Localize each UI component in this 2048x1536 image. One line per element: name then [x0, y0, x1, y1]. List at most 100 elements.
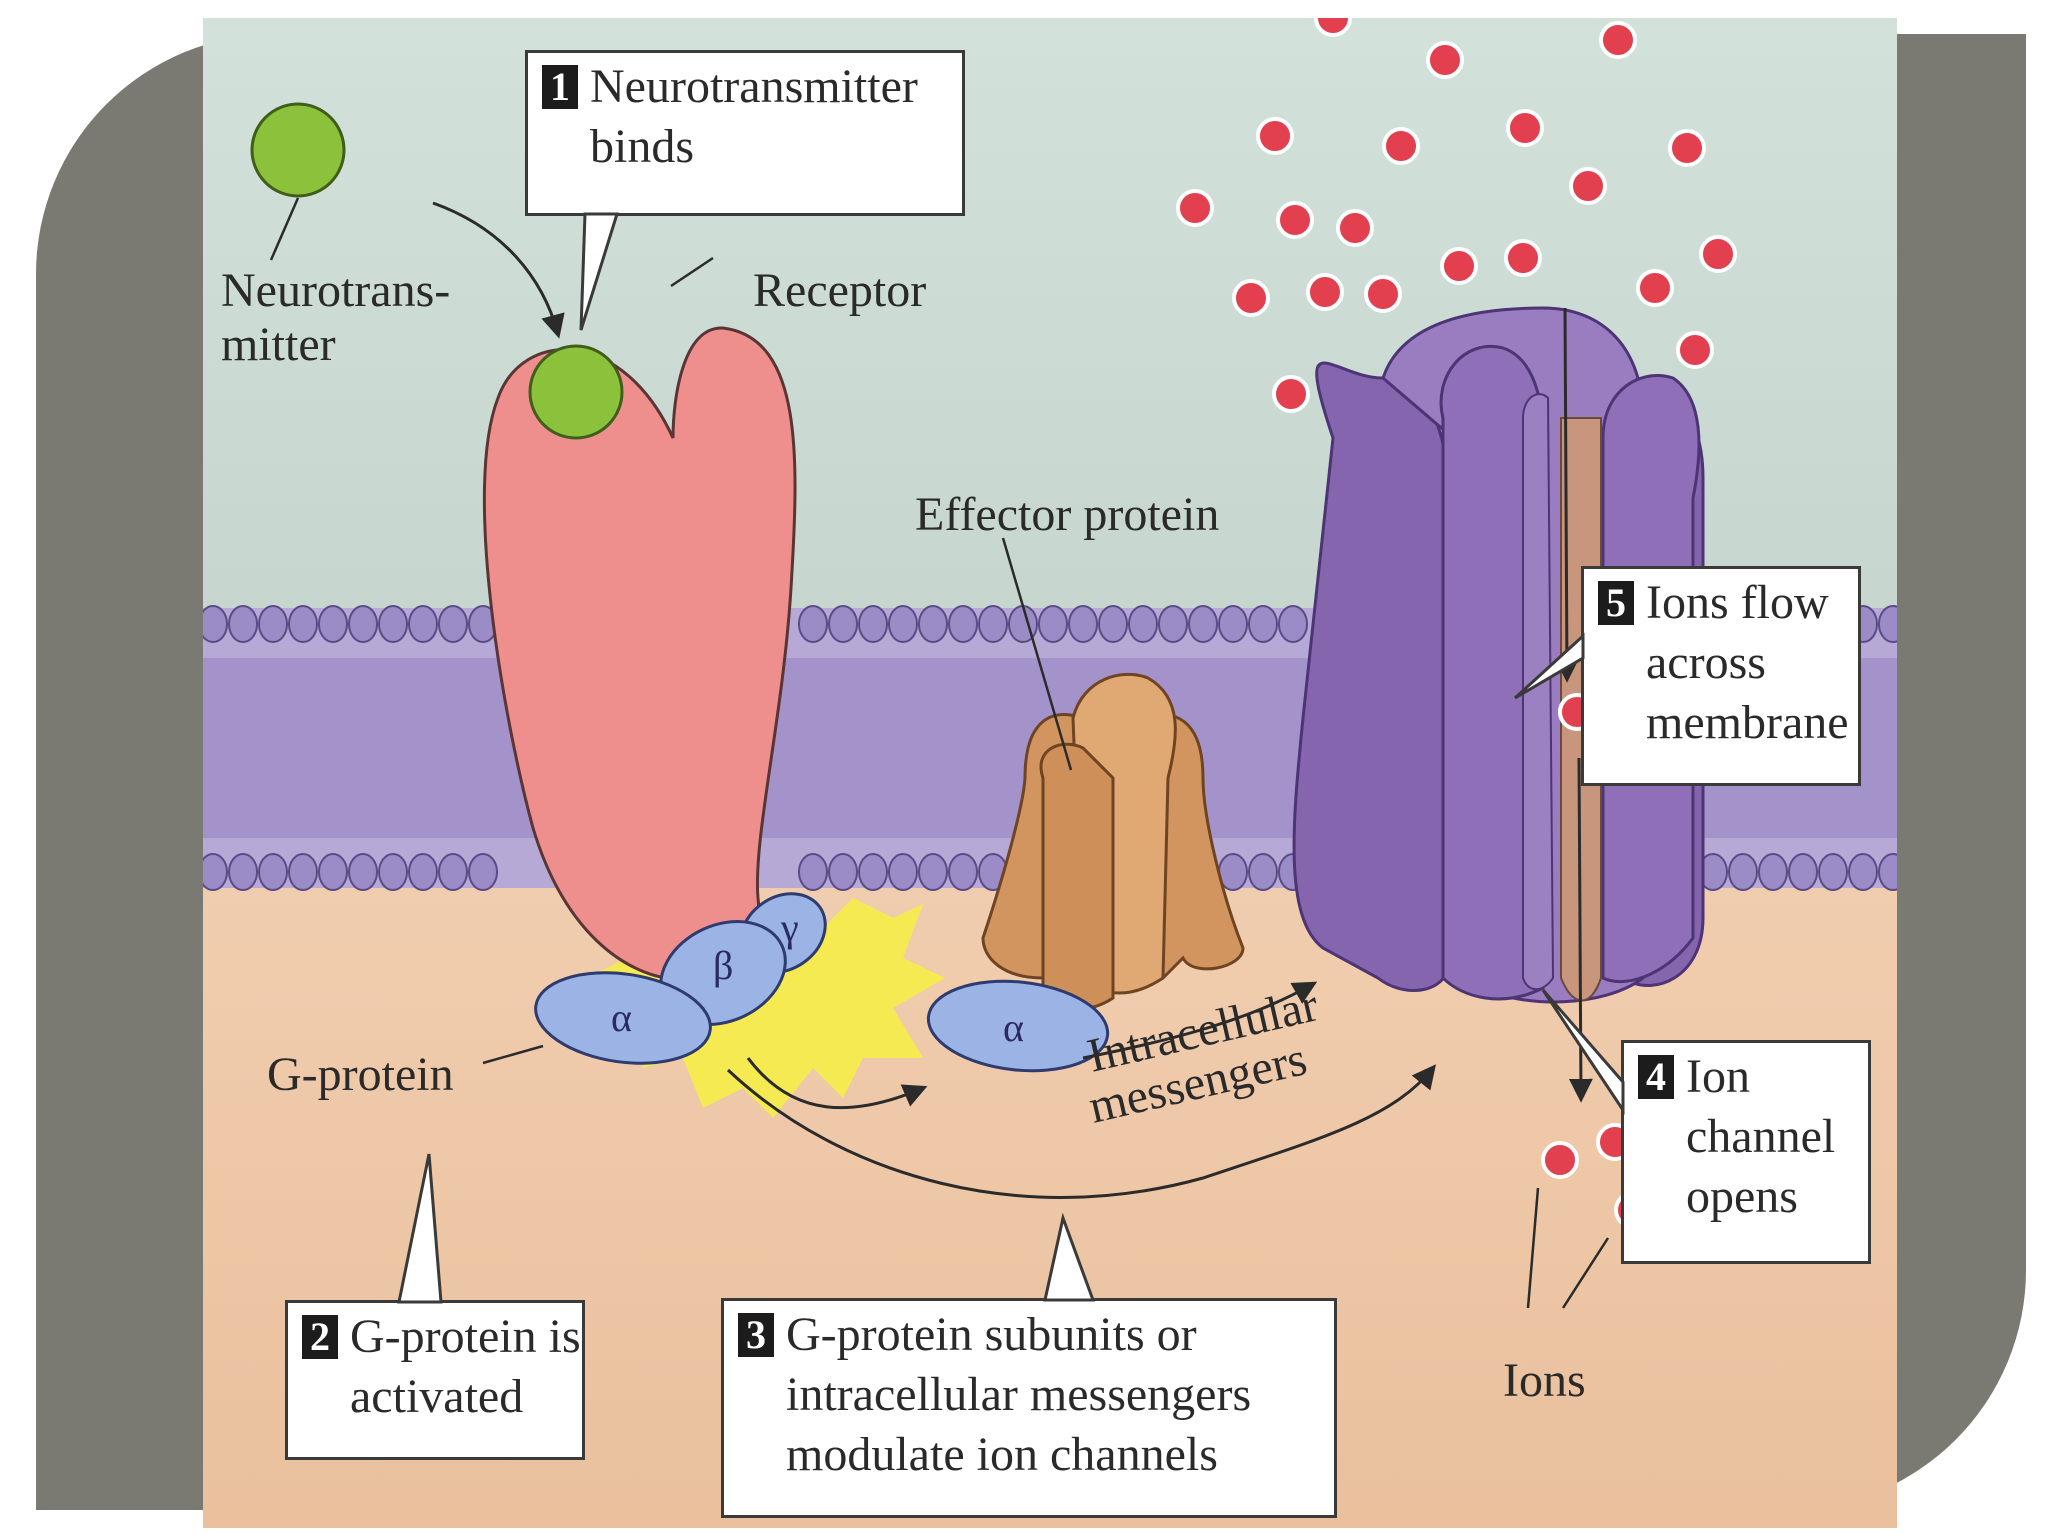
lipid-head — [1188, 605, 1218, 643]
ion — [1699, 235, 1737, 273]
callout-step-5-line-3: membrane — [1598, 693, 1849, 753]
lipid-head — [888, 853, 918, 891]
lipid-head — [1788, 853, 1818, 891]
lipid-head — [438, 605, 468, 643]
callout-step-5-line-2: across — [1598, 633, 1842, 693]
step-number: 2 — [302, 1315, 338, 1359]
lipid-head — [1278, 605, 1308, 643]
lipid-head — [1218, 605, 1248, 643]
lipid-head — [1248, 605, 1278, 643]
lipid-head — [1758, 853, 1788, 891]
alpha-symbol: α — [611, 995, 632, 1040]
step-number: 4 — [1638, 1055, 1674, 1099]
callout-text: binds — [590, 120, 695, 173]
effector-protein-label: Effector protein — [915, 488, 1220, 541]
effector-leader-line — [1001, 537, 1073, 771]
callout-step-4-line-3: opens — [1638, 1167, 1852, 1227]
ion — [1276, 201, 1314, 239]
lipid-head — [948, 605, 978, 643]
ion-flow-arrow — [1554, 307, 1579, 683]
callout-step-3-line-2: intracellular messengers — [738, 1365, 1318, 1425]
lipid-head — [1878, 853, 1897, 891]
lipid-head — [258, 853, 288, 891]
binding-arrow — [432, 201, 565, 339]
step-number: 3 — [738, 1313, 774, 1357]
callout-text: modulate ion channels — [786, 1428, 1218, 1481]
ion — [1382, 127, 1420, 165]
callout-step-2-line-2: activated — [302, 1367, 566, 1427]
lipid-head — [1158, 605, 1188, 643]
neurotransmitter-label-line: mitter — [221, 318, 336, 371]
lipid-head — [438, 853, 468, 891]
lipid-head — [228, 853, 258, 891]
callout-text: intracellular messengers — [786, 1368, 1252, 1421]
callout-text: Neurotransmitter — [590, 60, 918, 113]
lipid-head — [1068, 605, 1098, 643]
alpha-subunit — [534, 971, 712, 1065]
lipid-head — [468, 853, 498, 891]
ion — [1256, 117, 1294, 155]
gamma-symbol: γ — [781, 905, 799, 950]
lipid-head — [948, 853, 978, 891]
ion-exit-arrow — [1568, 757, 1593, 1103]
lipid-head — [203, 605, 228, 643]
subunit-to-effector-arrow — [746, 1057, 928, 1110]
lipid-head — [378, 853, 408, 891]
receptor-leader-line — [670, 256, 714, 288]
lipid-head — [228, 605, 258, 643]
lipid-head — [288, 605, 318, 643]
ions-label: Ions — [1503, 1354, 1586, 1407]
ion — [1599, 21, 1637, 59]
lipid-head — [348, 605, 378, 643]
lipid-head — [203, 853, 228, 891]
ions-leader-line — [1526, 1187, 1610, 1309]
messenger-to-effector-arrow — [1082, 981, 1318, 1060]
ion — [1440, 247, 1478, 285]
callout-text: Ion — [1686, 1050, 1750, 1103]
callout-text: across — [1646, 636, 1766, 689]
callout-text: channel — [1686, 1110, 1836, 1163]
ion-channel-front-left — [1439, 345, 1545, 1001]
callout-step-1-line-2: binds — [542, 117, 946, 177]
effector-protein-front — [1039, 742, 1115, 1011]
ion-channel-center-subunit — [1522, 393, 1555, 991]
g-protein-label: G-protein — [267, 1048, 454, 1101]
callout-text: opens — [1686, 1170, 1798, 1223]
neurotransmitter-molecule-free — [250, 102, 346, 198]
callout-step-4: 4 Ion channel opens — [1621, 1040, 1871, 1264]
lipid-head — [888, 605, 918, 643]
lipid-head — [798, 853, 828, 891]
diagram-scene: Neurotrans- mitter Receptor Effector pro… — [203, 18, 1897, 1528]
ion — [1232, 279, 1270, 317]
ion — [1426, 41, 1464, 79]
lipid-head — [318, 853, 348, 891]
ion — [1676, 331, 1714, 369]
callout-text: membrane — [1646, 696, 1849, 749]
ion — [1636, 269, 1674, 307]
callout-step-2: 2 G-protein is activated — [285, 1300, 585, 1460]
alpha-subunit-bound-effector — [926, 979, 1110, 1073]
lipid-head — [348, 853, 378, 891]
lipid-head — [408, 853, 438, 891]
neurotransmitter-leader-line — [269, 197, 300, 261]
activation-burst — [583, 898, 945, 1118]
lipid-head — [918, 853, 948, 891]
lipid-head — [978, 605, 1008, 643]
ion — [1306, 273, 1344, 311]
ion — [1668, 129, 1706, 167]
lipid-head — [1128, 605, 1158, 643]
lipid-head — [828, 605, 858, 643]
lipid-head — [378, 605, 408, 643]
lipid-head — [918, 605, 948, 643]
callout-text: G-protein is — [350, 1310, 581, 1363]
g-protein-leader-line — [482, 1044, 544, 1065]
neurotransmitter-molecule-bound — [528, 344, 624, 440]
callout-step-3-line-3: modulate ion channels — [738, 1425, 1318, 1485]
lipid-head — [1038, 605, 1068, 643]
